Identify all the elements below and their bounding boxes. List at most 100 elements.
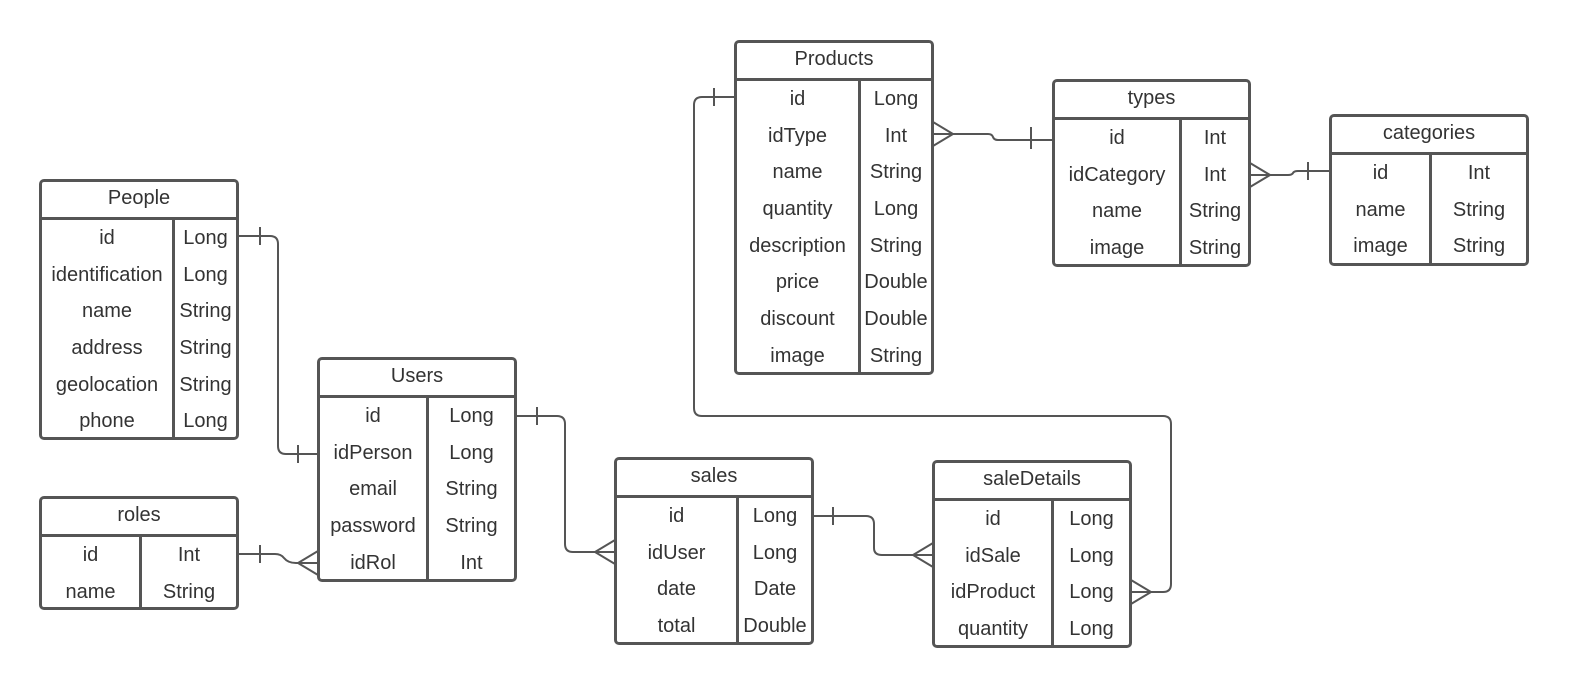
field-name: idProduct: [950, 581, 1036, 604]
field-type: String: [1188, 200, 1242, 223]
field-row: id Int: [42, 537, 236, 574]
field-name: id: [82, 543, 99, 566]
field-row: id Int: [1055, 120, 1248, 157]
field-row: email String: [320, 471, 514, 508]
many-mark: [1249, 162, 1272, 188]
edge-products-saledetails: [693, 96, 1172, 593]
field-name: image: [1089, 236, 1145, 259]
field-name: identification: [51, 263, 163, 286]
field-type: String: [445, 514, 498, 537]
field-row: total Double: [617, 608, 811, 642]
field-name: phone: [79, 410, 135, 433]
field-type: Double: [864, 307, 928, 330]
field-type: Double: [743, 614, 807, 637]
field-name: id: [365, 404, 381, 427]
field-name: date: [657, 578, 696, 601]
edge-sales-saledetails: [813, 515, 933, 556]
field-type: String: [445, 478, 498, 501]
column-divider: [1051, 501, 1054, 645]
field-name: email: [349, 478, 397, 501]
field-name: id: [99, 226, 115, 249]
field-row: name String: [737, 154, 931, 191]
field-type: String: [869, 161, 923, 184]
field-type: String: [869, 234, 923, 257]
field-name: image: [1353, 235, 1408, 258]
field-type: String: [1452, 198, 1506, 221]
field-type: String: [162, 580, 216, 603]
field-name: id: [1109, 126, 1125, 149]
field-type: Long: [873, 197, 919, 220]
field-type: Double: [864, 271, 928, 294]
field-name: id: [668, 504, 685, 527]
entity-title: types: [1055, 82, 1248, 120]
field-type: Long: [449, 441, 494, 464]
field-type: Long: [449, 404, 494, 427]
edge-people-users: [238, 235, 318, 455]
field-name: total: [657, 614, 696, 637]
field-type: Int: [1467, 161, 1491, 184]
field-name: idPerson: [333, 441, 413, 464]
field-row: description String: [737, 228, 931, 265]
field-name: idUser: [647, 541, 706, 564]
entity-title: People: [42, 182, 236, 220]
field-name: name: [772, 161, 823, 184]
entity-title: roles: [42, 499, 236, 537]
column-divider: [858, 81, 861, 372]
entity-title: sales: [617, 460, 811, 498]
field-type: String: [1188, 236, 1242, 259]
field-row: name String: [1055, 193, 1248, 230]
field-name: description: [749, 234, 846, 257]
field-row: idRol Int: [320, 545, 514, 579]
column-divider: [1429, 155, 1432, 263]
field-type: Long: [183, 263, 228, 286]
many-mark: [593, 539, 616, 565]
field-name: quantity: [762, 197, 833, 220]
field-type: Long: [873, 87, 919, 110]
entity-title: Products: [737, 43, 931, 81]
field-type: Int: [884, 124, 908, 147]
field-type: Long: [752, 504, 798, 527]
edge-types-products: [933, 133, 1053, 141]
field-type: Long: [1069, 581, 1114, 604]
field-type: String: [179, 336, 232, 359]
column-divider: [736, 498, 739, 642]
field-type: Int: [177, 543, 201, 566]
field-name: name: [65, 580, 116, 603]
field-type: String: [179, 373, 232, 396]
many-mark: [1130, 579, 1153, 605]
field-name: image: [770, 344, 825, 367]
field-name: name: [1091, 200, 1143, 223]
field-name: geolocation: [55, 373, 159, 396]
field-type: Int: [460, 551, 483, 574]
field-type: Int: [1203, 163, 1227, 186]
field-name: id: [985, 507, 1001, 530]
field-row: geolocation String: [42, 367, 236, 404]
field-row: discount Double: [737, 301, 931, 338]
field-type: Int: [1203, 126, 1227, 149]
many-mark: [296, 550, 319, 576]
field-type: Long: [752, 541, 798, 564]
entity-roles[interactable]: roles id Int name String: [39, 496, 239, 610]
field-name: discount: [760, 307, 835, 330]
field-name: idRol: [350, 551, 396, 574]
edge-categories-types: [1250, 170, 1330, 176]
